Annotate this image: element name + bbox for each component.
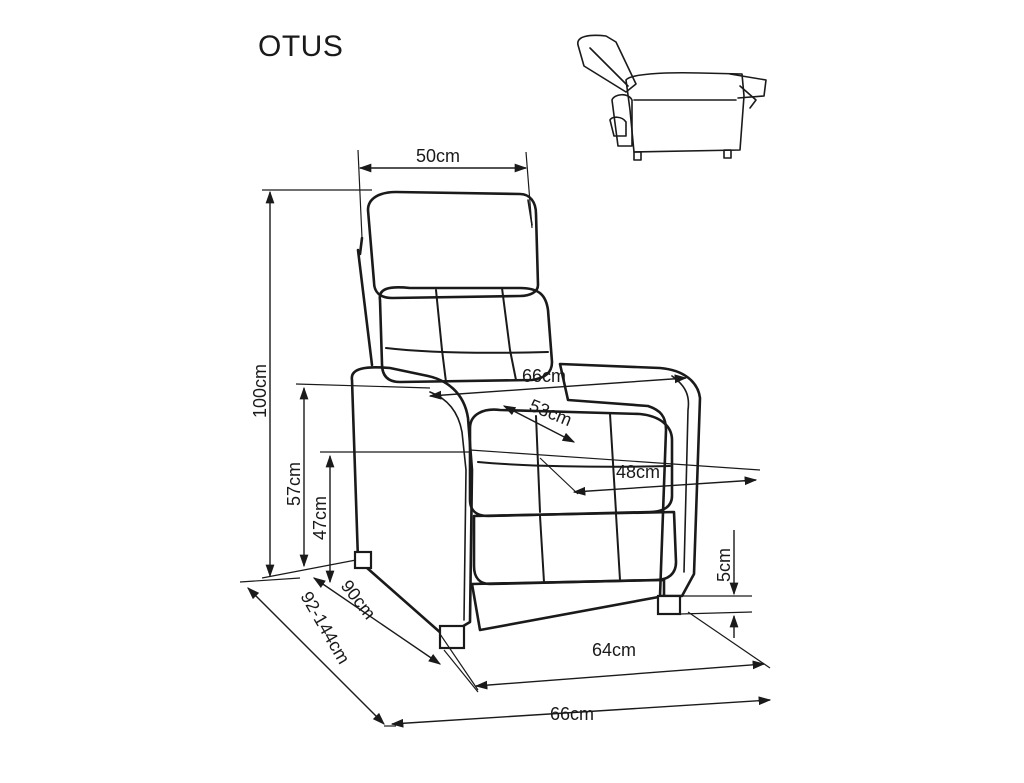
label-total-height: 100cm [250,364,270,418]
dimension-labels: 50cm 100cm 57cm 47cm 66cm 53cm 48cm 5cm … [250,146,734,724]
label-leg-height: 5cm [714,548,734,582]
label-backrest-width: 50cm [416,146,460,166]
label-armrest-span: 66cm [522,366,566,386]
recliner-reclined-icon [577,34,767,161]
label-seat-width: 48cm [616,462,660,482]
label-overall-width: 66cm [550,704,594,724]
label-front-width: 64cm [592,640,636,660]
label-armrest-height: 57cm [284,462,304,506]
dimension-lines [239,149,772,728]
product-title: OTUS [258,30,344,63]
label-depth: 90cm [337,576,380,623]
label-seat-height: 47cm [310,496,330,540]
recliner-main-drawing [350,190,702,650]
